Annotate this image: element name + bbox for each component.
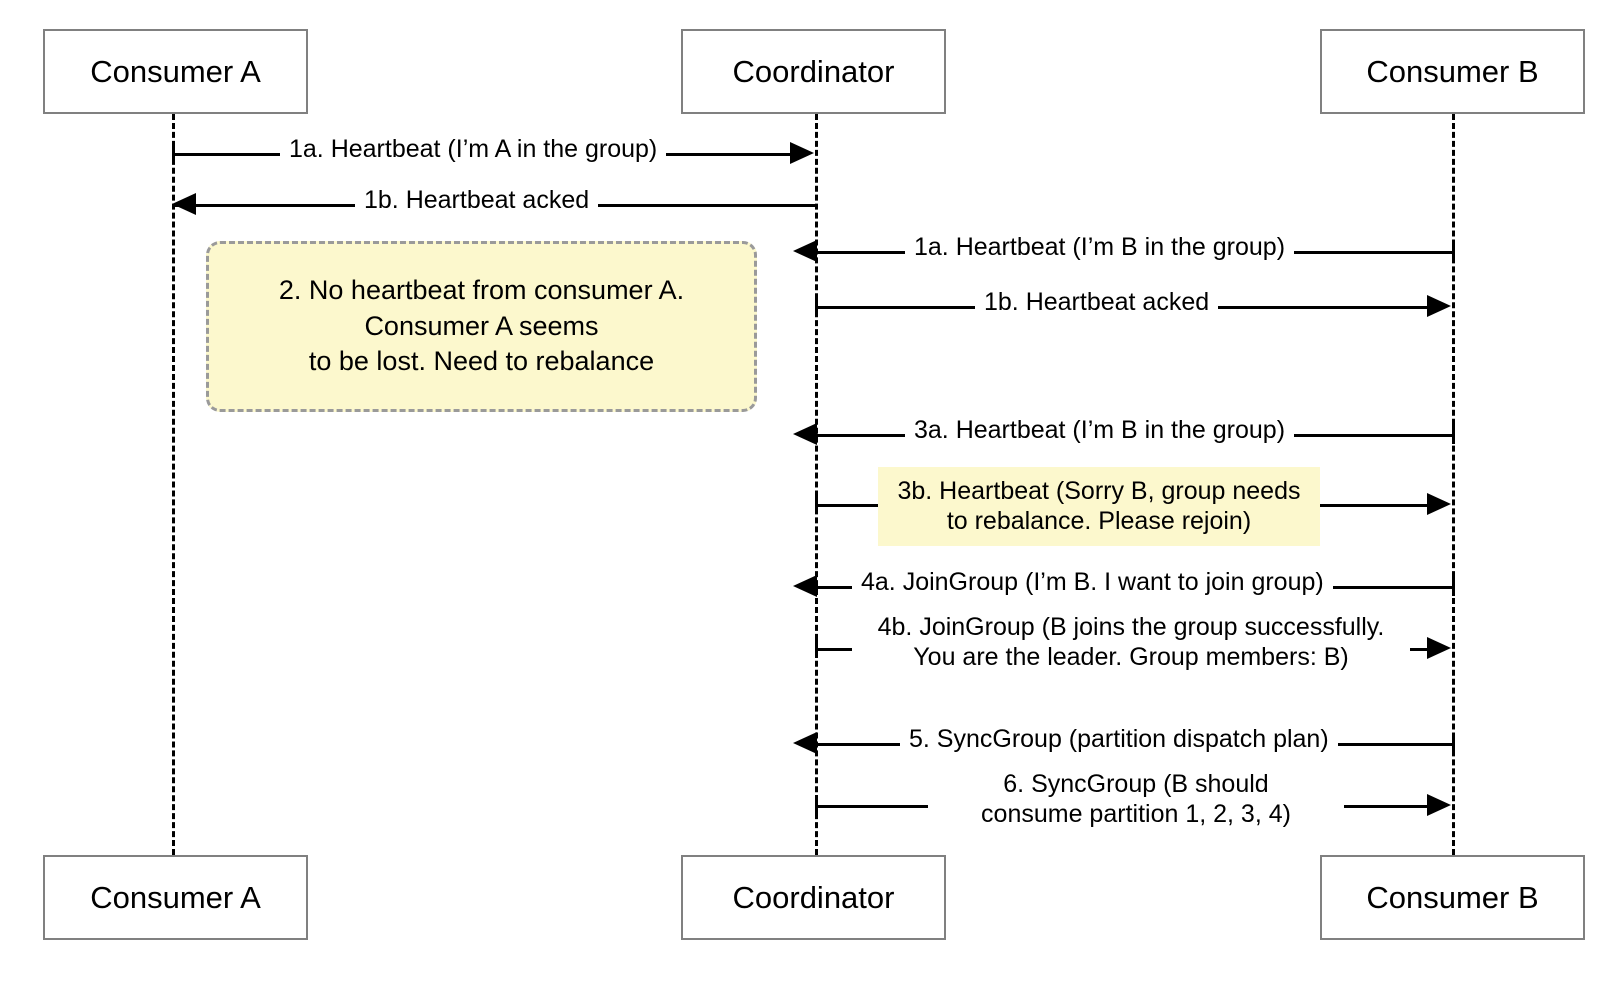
note-line-2: Consumer A seems <box>364 310 599 341</box>
note-line-1: 2. No heartbeat from consumer A. <box>278 275 685 306</box>
message-label-line-2: You are the leader. Group members: B) <box>913 642 1349 671</box>
message-label-line-2: to rebalance. Please rejoin) <box>946 506 1252 535</box>
message-label: 3b. Heartbeat (Sorry B, group needs to r… <box>878 467 1320 546</box>
participant-box-coordinator-top[interactable]: Coordinator <box>681 29 946 114</box>
arrowhead-left-icon <box>793 575 817 597</box>
message-label: 4a. JoinGroup (I’m B. I want to join gro… <box>852 568 1333 598</box>
line-start-cap <box>1452 424 1455 444</box>
message-label: 1a. Heartbeat (I’m A in the group) <box>280 135 667 165</box>
lifeline-consumer-a <box>172 114 175 855</box>
message-label-line-1: 6. SyncGroup (B should <box>1003 770 1269 798</box>
arrowhead-left-icon <box>172 193 196 215</box>
note-text: 2. No heartbeat from consumer A. Consume… <box>279 273 684 380</box>
message-label-line-1: 3b. Heartbeat (Sorry B, group needs <box>897 477 1301 505</box>
message-label: 4b. JoinGroup (B joins the group success… <box>852 613 1410 672</box>
message-label: 3a. Heartbeat (I’m B in the group) <box>905 416 1295 446</box>
message-label: 1b. Heartbeat acked <box>355 186 599 216</box>
arrowhead-right-icon <box>1427 637 1451 659</box>
participant-label: Consumer B <box>1366 880 1539 915</box>
message-label: 6. SyncGroup (B should consume partition… <box>928 770 1344 829</box>
note-line-3: to be lost. Need to rebalance <box>308 346 655 377</box>
participant-box-consumer-a-top[interactable]: Consumer A <box>43 29 308 114</box>
message-label: 5. SyncGroup (partition dispatch plan) <box>900 725 1338 755</box>
note-no-heartbeat: 2. No heartbeat from consumer A. Consume… <box>206 241 757 412</box>
arrowhead-left-icon <box>793 423 817 445</box>
lifeline-coordinator <box>815 114 818 855</box>
participant-box-consumer-a-bottom[interactable]: Consumer A <box>43 855 308 940</box>
message-label: 1a. Heartbeat (I’m B in the group) <box>905 233 1295 263</box>
arrowhead-left-icon <box>793 240 817 262</box>
line-start-cap <box>1452 733 1455 753</box>
arrowhead-right-icon <box>1427 493 1451 515</box>
participant-label: Coordinator <box>732 880 895 915</box>
participant-label: Consumer A <box>90 54 261 89</box>
message-label: 1b. Heartbeat acked <box>975 288 1219 318</box>
arrowhead-right-icon <box>1427 794 1451 816</box>
line-start-cap <box>1452 576 1455 596</box>
participant-box-consumer-b-bottom[interactable]: Consumer B <box>1320 855 1585 940</box>
participant-label: Consumer A <box>90 880 261 915</box>
message-label-line-2: consume partition 1, 2, 3, 4) <box>981 799 1291 828</box>
arrowhead-right-icon <box>790 142 814 164</box>
message-label-line-1: 4b. JoinGroup (B joins the group success… <box>877 613 1385 641</box>
arrowhead-left-icon <box>793 732 817 754</box>
lifeline-consumer-b <box>1452 114 1455 855</box>
line-start-cap <box>1452 241 1455 261</box>
participant-box-coordinator-bottom[interactable]: Coordinator <box>681 855 946 940</box>
participant-label: Consumer B <box>1366 54 1539 89</box>
arrowhead-right-icon <box>1427 295 1451 317</box>
participant-box-consumer-b-top[interactable]: Consumer B <box>1320 29 1585 114</box>
participant-label: Coordinator <box>732 54 895 89</box>
